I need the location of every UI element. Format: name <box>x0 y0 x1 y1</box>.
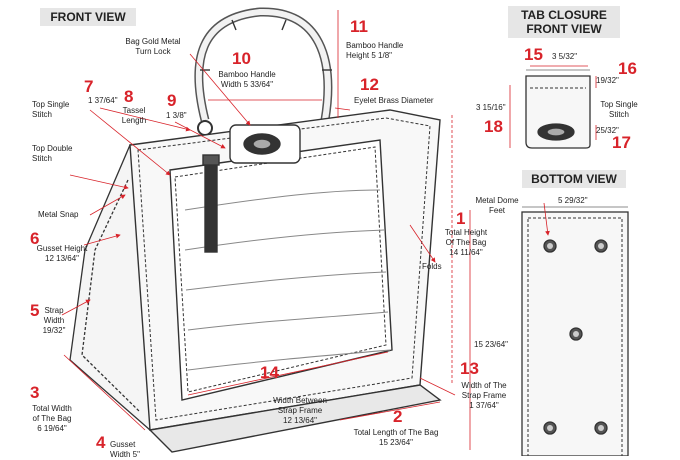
callout-13-number: 13 <box>460 359 479 378</box>
callout-5-line2: Width <box>43 316 65 325</box>
callout-1-text: Total Height Of The Bag 14 11/64" <box>434 228 498 258</box>
callout-2-text: Total Length of The Bag 15 23/64" <box>336 428 456 448</box>
callout-8-number: 8 <box>124 87 134 106</box>
tab-top-single-stitch-line2: Stitch <box>608 110 629 119</box>
bottom-view-header: BOTTOM VIEW <box>522 170 626 188</box>
callout-14-line3: 12 13/64" <box>283 416 317 425</box>
callout-6-line1: Gusset Height <box>36 244 88 253</box>
callout-10-text: Bamboo Handle Width 5 33/64" <box>210 70 284 90</box>
callout-14-line2: Strap Frame <box>277 406 323 415</box>
callout-3-number: 3 <box>30 383 40 402</box>
callout-15-text: 3 5/32" <box>552 52 578 61</box>
callout-14-line1: Width Between <box>273 396 327 405</box>
callout-5-number: 5 <box>30 301 40 320</box>
callout-5-line1: Strap <box>44 306 64 315</box>
turn-lock-label-line1: Bag Gold Metal <box>125 37 181 46</box>
metal-dome-feet-line2: Feet <box>488 206 505 215</box>
callout-17-text: 25/32" <box>596 126 619 135</box>
tab-top-single-stitch-line1: Top Single <box>600 100 638 109</box>
callout-8-line1: Tassel <box>122 106 146 115</box>
callout-6-line2: 12 13/64" <box>45 254 79 263</box>
callout-11-text: Bamboo Handle Height 5 1/8" <box>346 41 403 61</box>
callout-1-line2: Of The Bag <box>445 238 487 247</box>
callout-4-line2: Width 5" <box>110 450 140 459</box>
callout-11-line2: Height 5 1/8" <box>346 51 392 60</box>
dimension-lines <box>61 10 597 450</box>
callout-10-number: 10 <box>232 49 251 68</box>
callout-16-number: 16 <box>618 59 637 78</box>
bag-body <box>129 109 442 453</box>
front-view-header: FRONT VIEW <box>40 8 136 26</box>
callout-2-line2: 15 23/64" <box>379 438 413 447</box>
callout-8-text: Tassel Length <box>116 106 152 126</box>
callout-3-line2: of The Bag <box>32 414 72 423</box>
callout-10-line1: Bamboo Handle <box>218 70 276 79</box>
callout-18-number: 18 <box>484 117 503 136</box>
callout-9-text: 1 3/8" <box>166 111 187 120</box>
callout-4-text: Gusset Width 5" <box>110 440 140 460</box>
callout-5-line3: 19/32" <box>42 326 66 335</box>
callout-5-text: Strap Width 19/32" <box>34 306 74 336</box>
callout-18-text: 3 15/16" <box>476 103 506 112</box>
callout-3-text: Total Width of The Bag 6 19/64" <box>20 404 84 434</box>
callout-11-number: 11 <box>350 17 368 36</box>
callout-8-line2: Length <box>121 116 147 125</box>
bottom-length-label: 15 23/64" <box>474 340 508 349</box>
turn-lock-label-line2: Turn Lock <box>135 47 171 56</box>
tab-top-single-stitch-label: Top Single Stitch <box>596 100 642 120</box>
folds-label: Folds <box>422 262 442 271</box>
top-single-stitch-line2: Stitch <box>32 110 53 119</box>
callout-2-number: 2 <box>393 407 403 426</box>
callout-16-text: 19/32" <box>596 76 619 85</box>
callout-6-text: Gusset Height 12 13/64" <box>30 244 94 264</box>
callout-3-line1: Total Width <box>32 404 72 413</box>
bamboo-handle <box>194 7 333 122</box>
callout-12-number: 12 <box>360 75 379 94</box>
turn-lock-label: Bag Gold Metal Turn Lock <box>118 37 188 57</box>
tab-closure-header-line1: TAB CLOSURE <box>521 8 607 22</box>
tab-closure-header-line2: FRONT VIEW <box>526 22 602 36</box>
callout-7-text: 1 37/64" <box>88 96 118 105</box>
callout-3-line3: 6 19/64" <box>37 424 67 433</box>
callout-1-line1: Total Height <box>444 228 488 237</box>
callout-7-number: 7 <box>84 77 94 96</box>
callout-9-number: 9 <box>167 91 177 110</box>
callout-4-line1: Gusset <box>110 440 136 449</box>
tab-closure-drawing <box>525 69 591 149</box>
callout-4-number: 4 <box>96 433 106 452</box>
callout-10-line2: Width 5 33/64" <box>220 80 274 89</box>
top-double-stitch-line2: Stitch <box>32 154 53 163</box>
top-single-stitch-line1: Top Single <box>32 100 70 109</box>
callout-13-line2: Strap Frame <box>461 391 507 400</box>
metal-snap-label: Metal Snap <box>38 210 79 219</box>
callout-15-number: 15 <box>524 45 543 64</box>
callout-1-line3: 14 11/64" <box>449 248 483 257</box>
metal-dome-feet-label: Metal Dome Feet <box>470 196 524 216</box>
callout-13-text: Width of The Strap Frame 1 37/64" <box>452 381 516 411</box>
top-double-stitch-line1: Top Double <box>32 144 73 153</box>
callout-13-line3: 1 37/64" <box>469 401 499 410</box>
callout-14-number: 14 <box>260 363 279 382</box>
top-single-stitch-label: Top Single Stitch <box>32 100 69 120</box>
tab-closure-header: TAB CLOSURE FRONT VIEW <box>508 6 620 38</box>
top-double-stitch-label: Top Double Stitch <box>32 144 72 164</box>
callout-11-line1: Bamboo Handle <box>346 41 404 50</box>
callout-13-line1: Width of The <box>461 381 507 390</box>
callout-12-text: Eyelet Brass Diameter <box>354 96 434 105</box>
callout-14-text: Width Between Strap Frame 12 13/64" <box>262 396 338 426</box>
callout-1-number: 1 <box>456 209 466 228</box>
callout-2-line1: Total Length of The Bag <box>353 428 439 437</box>
callout-6-number: 6 <box>30 229 40 248</box>
bottom-view-drawing <box>521 206 629 456</box>
metal-dome-feet-line1: Metal Dome <box>475 196 519 205</box>
callout-17-number: 17 <box>612 133 631 152</box>
bottom-width-label: 5 29/32" <box>558 196 588 205</box>
